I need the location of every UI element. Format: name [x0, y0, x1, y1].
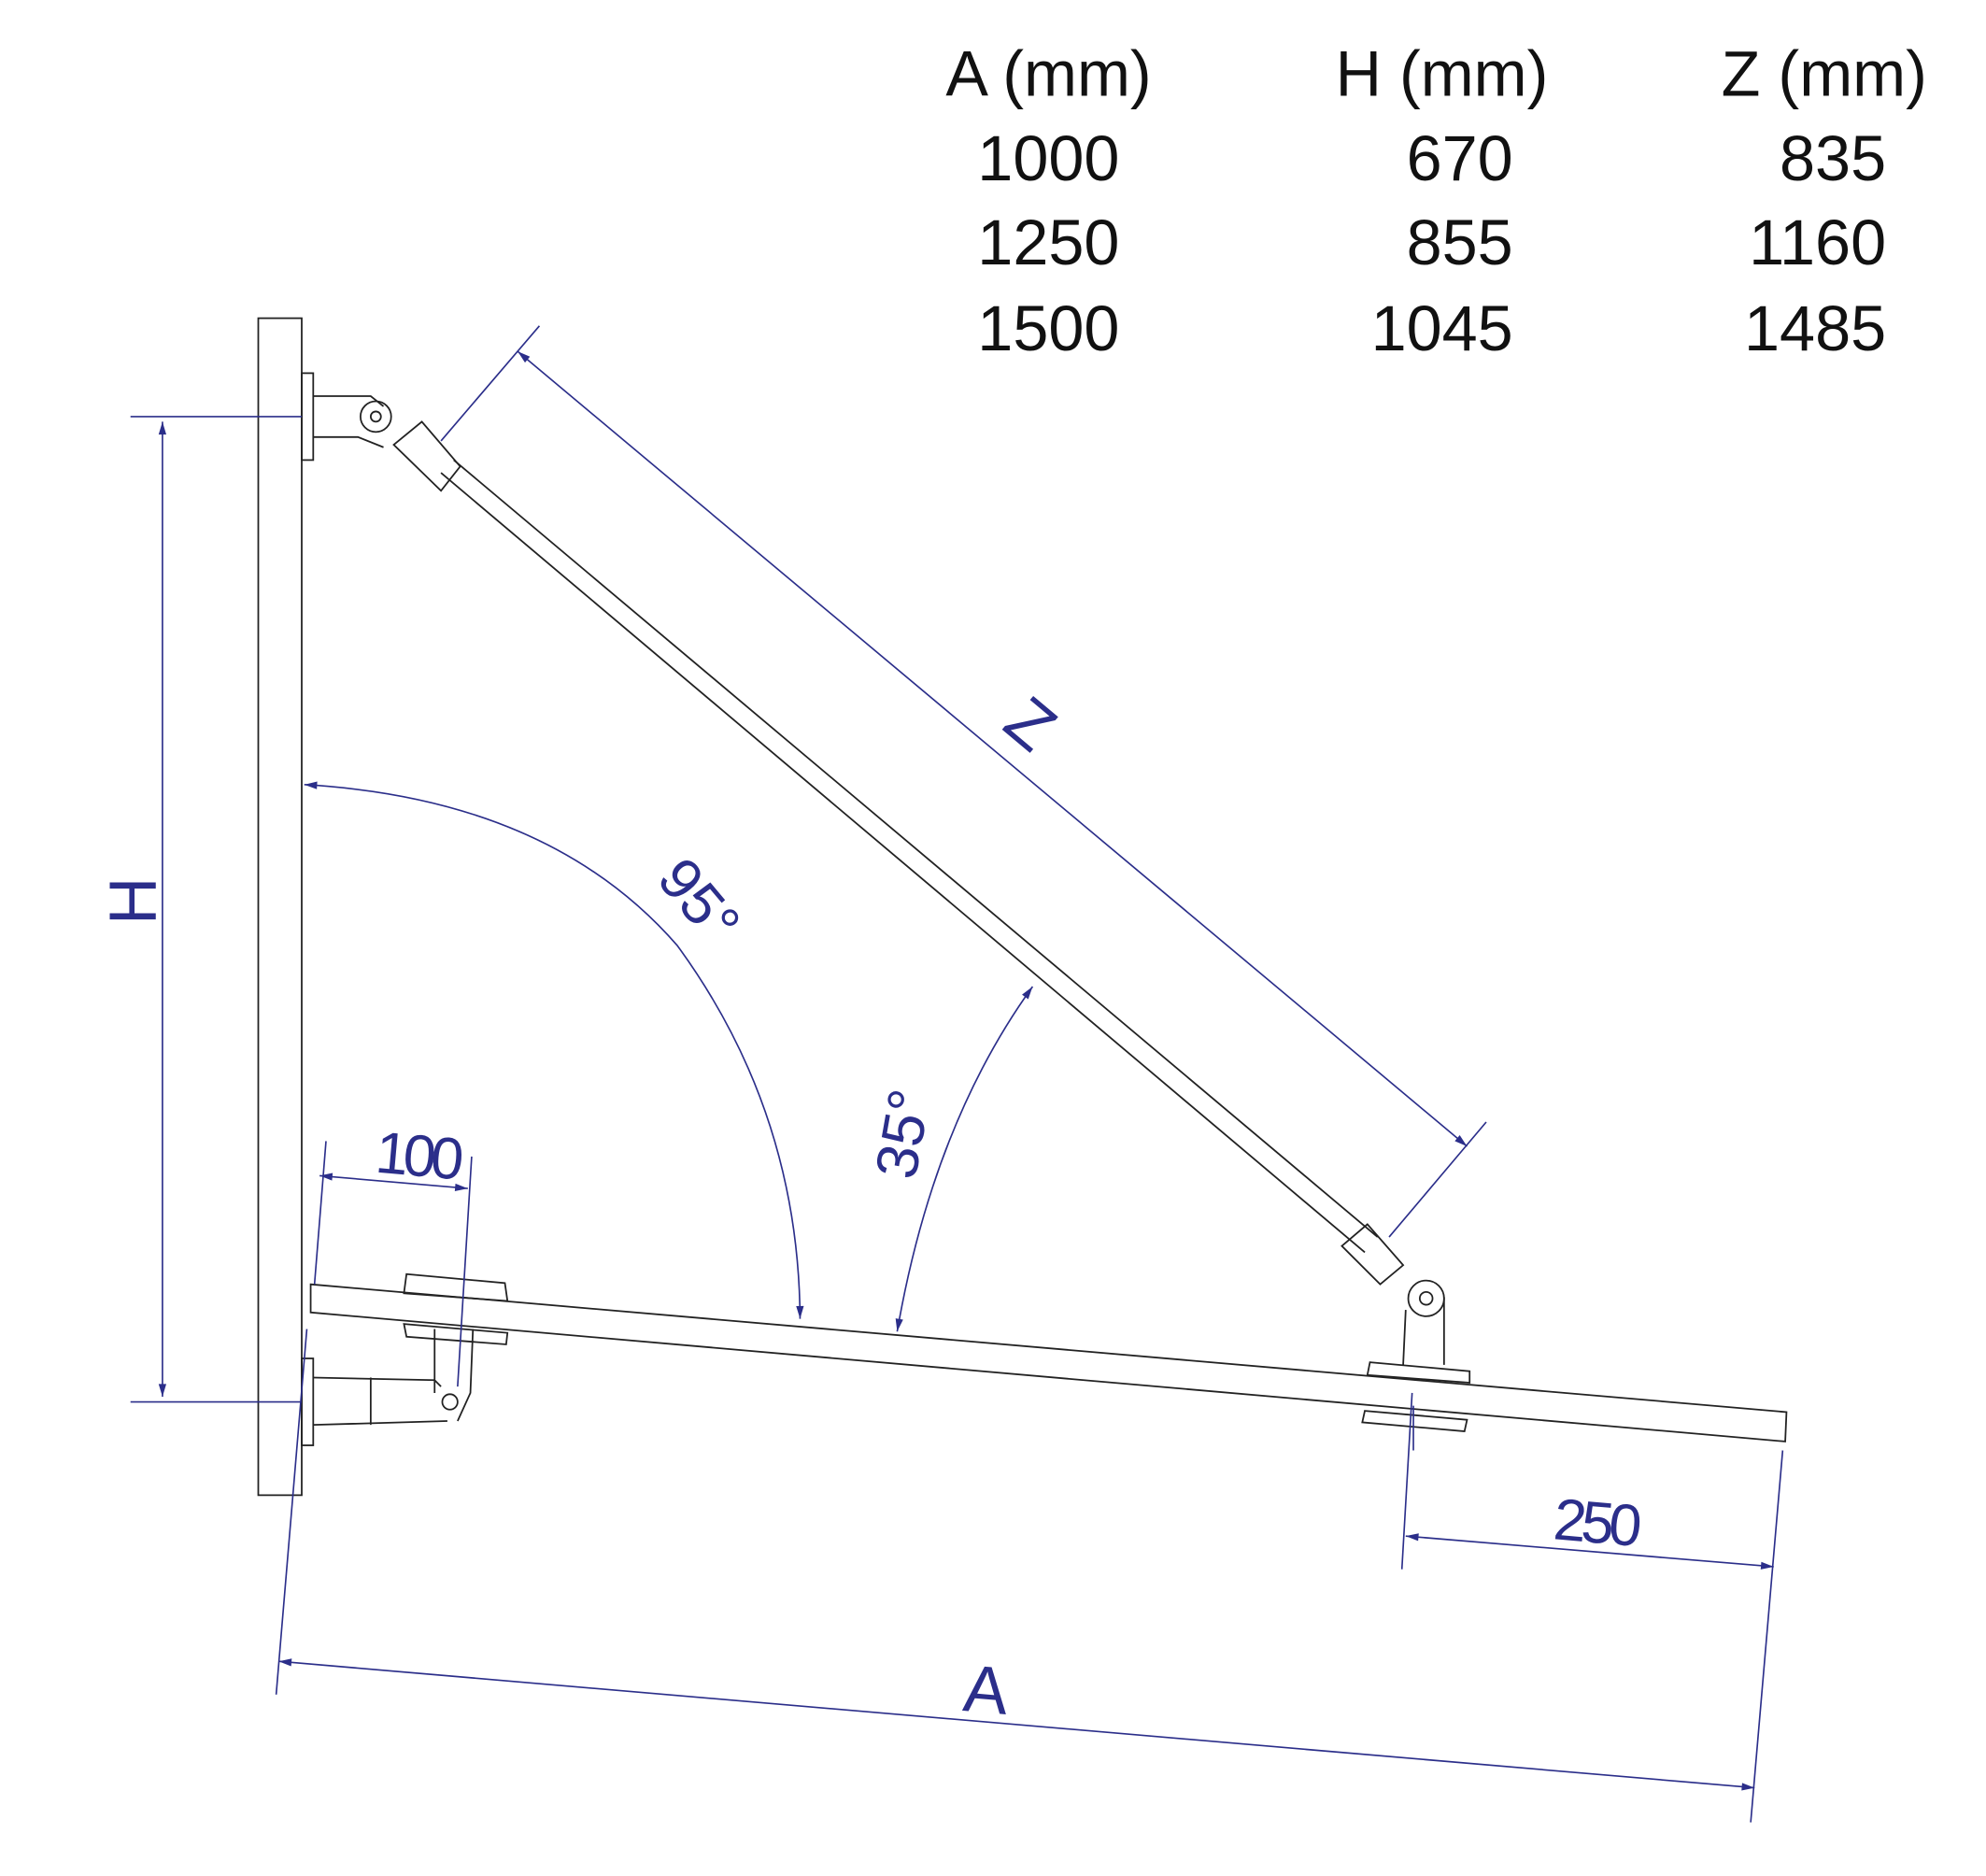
z-label: Z — [991, 683, 1070, 765]
table-cell: 835 — [1780, 123, 1886, 194]
angle-35-label: 35° — [863, 1085, 943, 1184]
offset-250-dimension: 250 — [1400, 1392, 1774, 1570]
upper-wall-bracket — [301, 372, 392, 462]
h-label: H — [97, 877, 171, 925]
table-header-h: H (mm) — [1336, 39, 1549, 110]
support-strut — [392, 420, 1445, 1365]
table-cell: 670 — [1407, 123, 1513, 194]
table-cell: 1045 — [1371, 293, 1513, 364]
a-label: A — [960, 1652, 1012, 1729]
angle-35-dimension: 35° — [863, 986, 1034, 1332]
table-cell: 855 — [1407, 207, 1513, 278]
angle-95-dimension: 95° — [304, 781, 804, 1319]
table-cell: 1250 — [977, 207, 1119, 278]
lower-wall-bracket — [301, 1329, 475, 1446]
table-cell: 1485 — [1744, 293, 1886, 364]
wall — [257, 317, 303, 1497]
offset-100-label: 100 — [373, 1120, 464, 1193]
table-cell: 1000 — [977, 123, 1119, 194]
dimension-table: A (mm) H (mm) Z (mm) 1000 670 835 1250 8… — [945, 39, 1927, 364]
table-cell: 1160 — [1749, 207, 1886, 278]
angle-95-label: 95° — [645, 846, 753, 957]
table-cell: 1500 — [977, 293, 1119, 364]
offset-100-dimension: 100 — [313, 1120, 473, 1387]
canopy-panel — [309, 1272, 1788, 1443]
height-dimension: H — [97, 416, 302, 1403]
projection-a-dimension: A — [275, 1329, 1784, 1823]
offset-250-label: 250 — [1552, 1486, 1643, 1559]
table-header-a: A (mm) — [945, 39, 1151, 110]
table-header-z: Z (mm) — [1722, 39, 1927, 110]
strut-length-dimension: Z — [440, 325, 1487, 1238]
